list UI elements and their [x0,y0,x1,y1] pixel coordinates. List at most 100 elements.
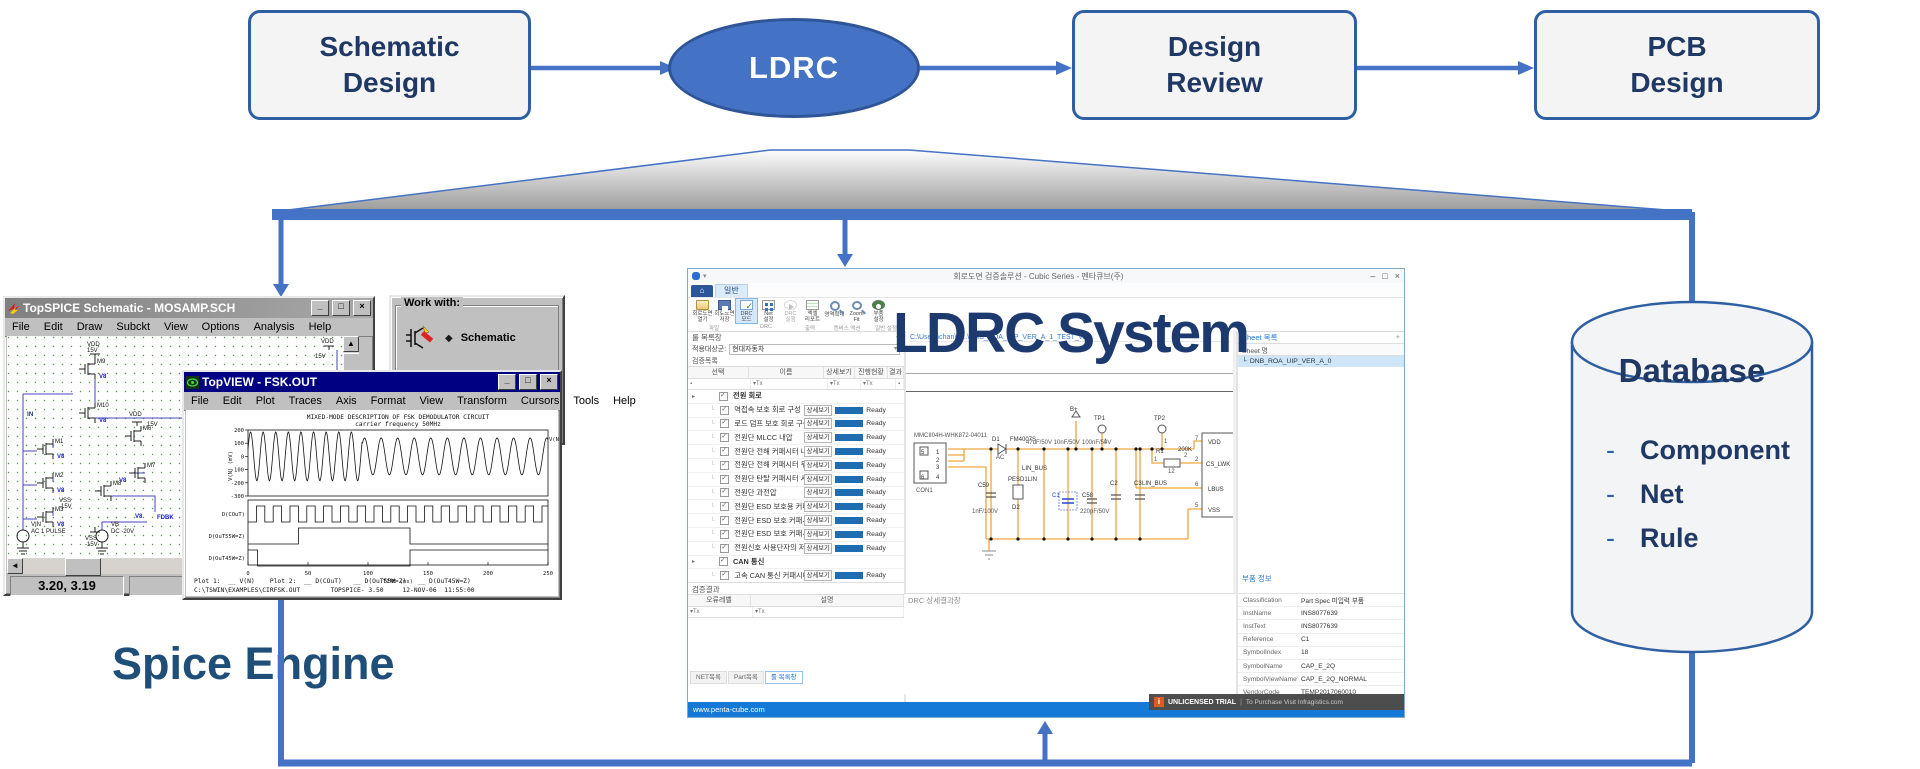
menu-edit[interactable]: Edit [222,395,242,407]
topview-titlebar[interactable]: TopVIEW - FSK.OUT _ □ × [184,372,560,392]
rule-filter-row[interactable]: ▪ ▾Tx ▾Tx ▾Tx ▪ [688,379,904,390]
selected-capacitor[interactable] [1058,491,1078,511]
rule-row[interactable]: └고속 CAN 통신 커패시터 용량상세보기Ready [688,569,904,582]
ldrc-schematic-canvas[interactable]: C:\Users\chan\D...\DNB_ROA_UIP_VER_A_1_T… [906,331,1238,594]
rule-checkbox[interactable] [720,501,730,512]
close-button[interactable]: × [1394,271,1400,281]
detail-view-button[interactable]: 상세보기 [804,404,833,416]
rule-checkbox[interactable] [719,391,729,401]
pin-icon[interactable]: + [895,332,900,341]
detail-view-button[interactable]: 상세보기 [804,459,833,471]
rule-checkbox[interactable] [720,405,730,415]
menu-transform[interactable]: Transform [457,395,507,407]
minimize-button[interactable]: – [1370,271,1376,281]
menu-cursors[interactable]: Cursors [520,395,560,407]
menu-file[interactable]: File [191,395,209,407]
toolbar-part-setting[interactable]: 부품 설정 [868,299,889,323]
minimize-button[interactable]: _ [498,374,516,390]
toolbar-excel-report[interactable]: 엑셀 리포트 [802,299,823,323]
menu-traces[interactable]: Traces [288,395,322,407]
home-button[interactable]: ⌂ [691,285,713,297]
menu-plot[interactable]: Plot [255,395,275,407]
rule-checkbox[interactable] [720,570,730,581]
menu-view[interactable]: View [419,395,444,407]
menu-axis[interactable]: Axis [335,395,357,407]
scroll-up-icon[interactable]: ▲ [343,336,359,352]
detail-view-button[interactable]: 상세보기 [804,487,833,499]
menu-edit[interactable]: Edit [43,321,63,333]
menu-subckt[interactable]: Subckt [116,321,151,333]
detail-view-button[interactable]: 상세보기 [804,446,833,458]
rule-row[interactable]: ▸전원 회로 [688,390,904,404]
topspice-titlebar[interactable]: TopSPICE Schematic - MOSAMP.SCH _ □ × [5,298,373,318]
close-button[interactable]: × [540,374,558,390]
menu-tools[interactable]: Tools [573,395,600,407]
purchase-link[interactable]: To Purchase Visit Infragistics.com [1245,698,1343,706]
rule-checkbox[interactable] [720,460,730,470]
maximize-button[interactable]: □ [332,300,350,316]
detail-view-button[interactable]: 상세보기 [804,570,833,582]
bottom-tab[interactable]: 룰 목록창 [764,671,803,684]
scroll-left-icon[interactable]: ◄ [7,558,23,574]
toolbar-save-floppy[interactable]: 회로도면 저장 [714,299,735,323]
menu-help[interactable]: Help [308,321,332,333]
toolbar-open-folder[interactable]: 회로도면 열기 [692,299,713,323]
menu-format[interactable]: Format [370,395,406,407]
detail-view-button[interactable]: 상세보기 [804,515,833,527]
bottom-tab[interactable]: Part목록 [727,671,764,684]
rule-row[interactable]: └전원단 ESD 보호용 커패시터상세보기Ready [688,500,904,515]
rule-checkbox[interactable] [720,515,730,526]
toolbar-drc-run[interactable]: DRC 실행 [780,299,801,323]
quick-access-caret-icon[interactable]: ▾ [703,273,707,280]
canvas-scrollbar[interactable] [1233,331,1238,594]
rule-checkbox[interactable] [720,487,730,498]
rule-row[interactable]: └전원신호 사용단자의 저전압상세보기Ready [688,542,904,556]
detail-view-button[interactable]: 상세보기 [804,528,833,540]
schematic-option-label[interactable]: Schematic [460,332,516,344]
toolbar-zoom-area[interactable]: 영역확대 [824,299,845,323]
rule-row[interactable]: └전원단 ESD 보호 커패시터 용상세보기Ready [688,528,904,542]
rule-checkbox[interactable] [720,418,730,429]
menu-view[interactable]: View [164,321,188,333]
detail-view-button[interactable]: 상세보기 [804,432,833,444]
menu-analysis[interactable]: Analysis [253,321,295,333]
ldrc-titlebar[interactable]: ▾ 회로도면 검증솔루션 - Cubic Series - 펜타큐브(주) – … [688,269,1404,284]
rule-row[interactable]: └전원단 탄탈 커패시터 사용 금상세보기Ready [688,473,904,487]
sheet-path-bar[interactable]: C:\Users\chan\D...\DNB_ROA_UIP_VER_A_1_T… [910,333,1230,342]
pin-icon[interactable]: + [1395,332,1400,341]
close-button[interactable]: × [353,300,371,316]
toolbar-zoom-fit[interactable]: Zoom Fit [846,299,867,323]
detail-view-button[interactable]: 상세보기 [804,473,833,485]
rule-checkbox[interactable] [720,543,730,553]
toolbar-drc-mode[interactable]: DRC 모드 [735,298,758,324]
rule-checkbox[interactable] [720,474,730,484]
result-filter-row[interactable]: ▾Tx ▾Tx [688,607,904,618]
maximize-button[interactable]: □ [1382,271,1388,281]
toolbar-net-setting[interactable]: Net 설정 [758,299,779,323]
menu-options[interactable]: Options [201,321,240,333]
rule-row[interactable]: ▸CAN 통신 [688,556,904,570]
menu-help[interactable]: Help [613,395,636,407]
target-group-combo[interactable]: 현대자동차 ▾ [729,343,900,355]
sheet-row-selected[interactable]: └ DNB_ROA_UIP_VER_A_0 [1238,356,1404,367]
rule-checkbox[interactable] [720,446,730,457]
detail-view-button[interactable]: 상세보기 [804,418,833,430]
minimize-button[interactable]: _ [311,300,329,316]
rule-row[interactable]: └전원단 전해 커패시터 위치상세보기Ready [688,459,904,473]
rule-checkbox[interactable] [720,529,730,539]
detail-view-button[interactable]: 상세보기 [804,542,833,554]
rule-checkbox[interactable] [720,432,730,443]
menu-draw[interactable]: Draw [76,321,103,333]
bottom-tab[interactable]: NET목록 [690,671,727,684]
detail-view-button[interactable]: 상세보기 [804,501,833,513]
schematic-radio[interactable]: ◆ [445,332,453,344]
tab-general[interactable]: 일반 [715,284,748,297]
penta-cube-link[interactable]: www.penta-cube.com [693,705,765,714]
rule-checkbox[interactable] [719,556,729,567]
